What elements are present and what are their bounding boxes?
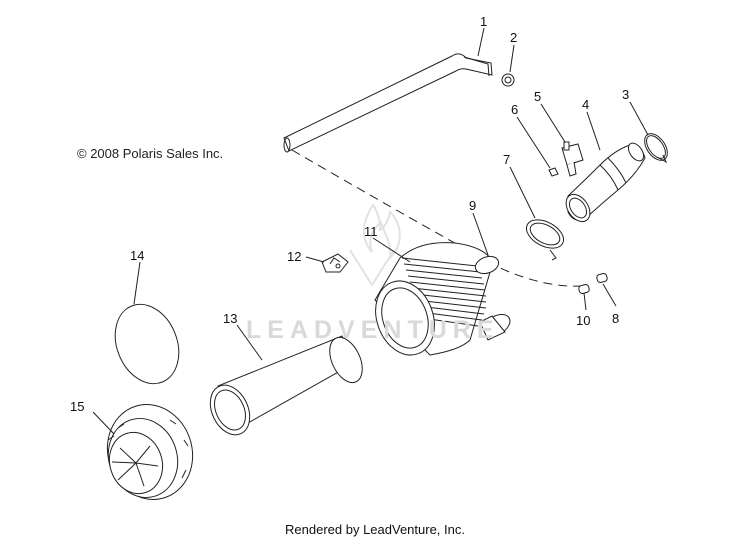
callout-13: 13 (223, 311, 237, 326)
callout-labels: 1 2 3 4 5 6 7 8 9 10 11 12 13 14 15 (70, 14, 629, 414)
part-2-plug[interactable] (501, 73, 515, 87)
part-12-clip[interactable] (321, 253, 349, 273)
part-8-plug[interactable] (596, 273, 608, 283)
watermark-logo (349, 203, 401, 287)
callout-9: 9 (469, 198, 476, 213)
callout-4: 4 (582, 97, 589, 112)
callout-2: 2 (510, 30, 517, 45)
part-11-airbox-housing[interactable] (366, 242, 514, 364)
callout-1: 1 (480, 14, 487, 29)
callout-8: 8 (612, 311, 619, 326)
part-5-sensor[interactable] (561, 141, 584, 177)
callout-6: 6 (511, 102, 518, 117)
part-15-airbox-cover[interactable] (95, 393, 205, 510)
callout-7: 7 (503, 152, 510, 167)
copyright-text: © 2008 Polaris Sales Inc. (77, 146, 224, 161)
part-1-breather-tube[interactable] (283, 53, 493, 153)
callout-14: 14 (130, 248, 144, 263)
footer-credit: Rendered by LeadVenture, Inc. (285, 522, 465, 537)
leader-lines (92, 27, 649, 435)
callout-12: 12 (287, 249, 301, 264)
part-4-intake-boot[interactable] (561, 140, 646, 226)
callout-11: 11 (364, 224, 378, 239)
part-13-filter-element[interactable] (203, 332, 369, 441)
callout-5: 5 (534, 89, 541, 104)
callout-15: 15 (70, 399, 84, 414)
part-14-gasket[interactable] (104, 295, 190, 394)
callout-10: 10 (576, 313, 590, 328)
part-10-cap[interactable] (578, 284, 590, 294)
callout-3: 3 (622, 87, 629, 102)
part-7-hose-clamp[interactable] (522, 214, 569, 261)
watermark-text: LEADVENTURE (246, 316, 500, 344)
part-6-nut[interactable] (548, 167, 559, 177)
